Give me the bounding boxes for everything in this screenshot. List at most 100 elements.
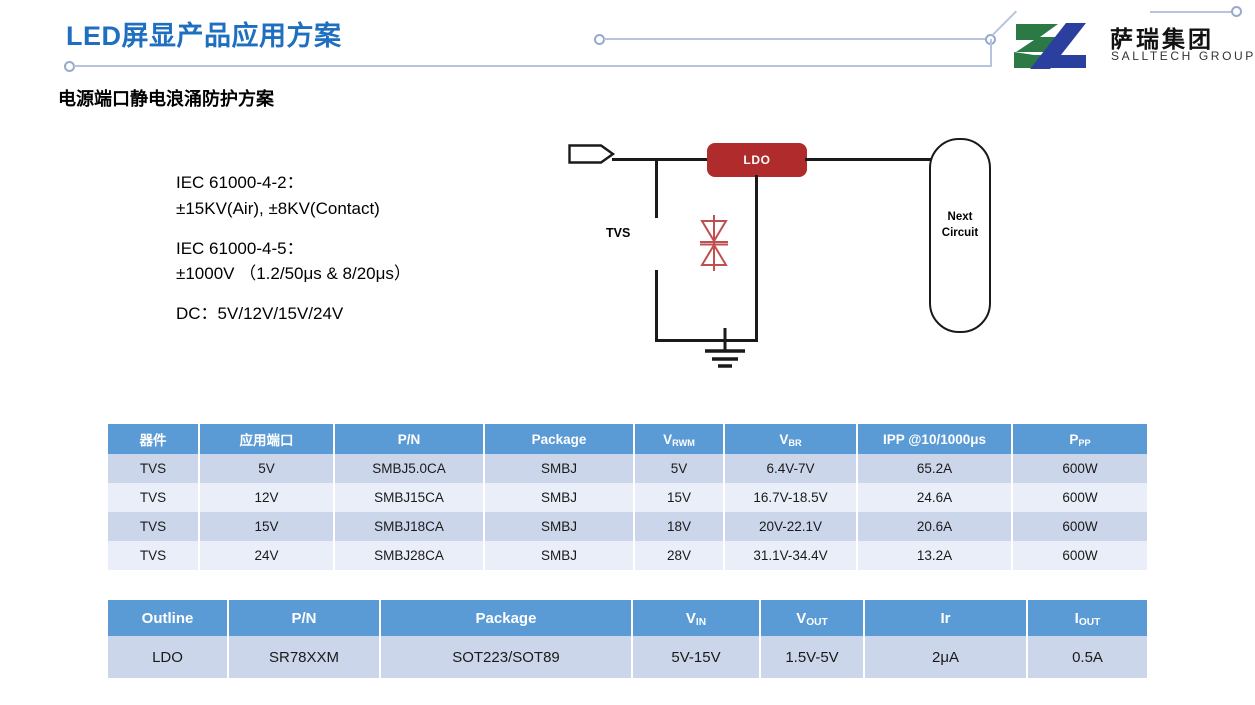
ldo-cell-r0-c0: LDO (108, 636, 229, 678)
ldo-cell-r0-c6: 0.5A (1027, 636, 1147, 678)
deco-circle-mid-left (594, 34, 605, 45)
wire-tvs-to-ground-rail (655, 270, 658, 342)
tvs-cell-r2-c1: 15V (199, 512, 335, 541)
ldo-col-header-3: VIN (632, 600, 761, 636)
tvs-cell-r0-c3: SMBJ (484, 454, 635, 483)
tvs-cell-r0-c4: 5V (634, 454, 725, 483)
ldo-cell-r0-c2: SOT223/SOT89 (380, 636, 633, 678)
ldo-cell-r0-c4: 1.5V-5V (760, 636, 865, 678)
ldo-cell-r0-c3: 5V-15V (632, 636, 761, 678)
brand-logo: 萨瑞集团 SALLTECH GROUP (1014, 18, 1253, 76)
ldo-col-header-2: Package (380, 600, 633, 636)
tvs-cell-r3-c3: SMBJ (484, 541, 635, 570)
ldo-block: LDO (707, 143, 807, 177)
tvs-cell-r3-c2: SMBJ28CA (334, 541, 485, 570)
ldo-label: LDO (743, 153, 771, 167)
wire-ldo-ground-leg (755, 175, 758, 342)
deco-top-line (1150, 11, 1232, 13)
circuit-diagram: TVS LDO Next Circuit (550, 130, 1020, 385)
tvs-diode-icon (700, 215, 728, 271)
ldo-cell-r0-c1: SR78XXM (228, 636, 381, 678)
tvs-col-header-3: Package (484, 424, 635, 454)
spec-line-5: DC：5V/12V/15V/24V (176, 304, 344, 324)
logo-mark-icon (1014, 23, 1086, 69)
wire-ldo-to-next (805, 158, 931, 161)
tvs-cell-r2-c3: SMBJ (484, 512, 635, 541)
deco-lower-riser (990, 39, 992, 67)
tvs-cell-r3-c6: 13.2A (857, 541, 1013, 570)
next-circuit-line-1: Next (947, 211, 973, 223)
ldo-cell-r0-c5: 2μA (864, 636, 1028, 678)
tvs-cell-r0-c5: 6.4V-7V (724, 454, 858, 483)
deco-circle-mid-right (985, 34, 996, 45)
tvs-col-header-0: 器件 (108, 424, 200, 454)
spec-gap-1 (176, 222, 411, 236)
spec-gap-2 (176, 287, 411, 301)
page-title: LED屏显产品应用方案 (66, 21, 342, 51)
tvs-cell-r1-c6: 24.6A (857, 483, 1013, 512)
tvs-col-header-2: P/N (334, 424, 485, 454)
deco-circle-lower-left (64, 61, 75, 72)
next-circuit-line-2: Circuit (941, 226, 979, 239)
section-subtitle: 电源端口静电浪涌防护方案 (58, 89, 274, 109)
tvs-cell-r1-c2: SMBJ15CA (334, 483, 485, 512)
tvs-cell-r0-c0: TVS (108, 454, 200, 483)
logo-chinese-name: 萨瑞集团 (1110, 26, 1214, 52)
tvs-col-header-5: VBR (724, 424, 858, 454)
tvs-cell-r2-c2: SMBJ18CA (334, 512, 485, 541)
next-circuit-label: Next Circuit (929, 210, 991, 241)
ldo-col-header-0: Outline (108, 600, 229, 636)
tvs-col-header-4: VRWM (634, 424, 725, 454)
tvs-cell-r1-c1: 12V (199, 483, 335, 512)
tvs-cell-r3-c0: TVS (108, 541, 200, 570)
tvs-cell-r3-c1: 24V (199, 541, 335, 570)
spec-text-block: IEC 61000-4-2： ±15KV(Air), ±8KV(Contact)… (176, 170, 411, 327)
wire-input-to-ldo (612, 158, 710, 161)
ldo-col-header-5: Ir (864, 600, 1028, 636)
tvs-col-header-1: 应用端口 (199, 424, 335, 454)
deco-lower-line (74, 65, 992, 67)
tvs-cell-r3-c7: 600W (1012, 541, 1147, 570)
next-circuit-block (929, 138, 991, 333)
deco-circle-topright (1231, 6, 1242, 17)
spec-line-3: IEC 61000-4-5： (176, 238, 304, 258)
input-terminal-icon (568, 144, 616, 164)
tvs-cell-r2-c6: 20.6A (857, 512, 1013, 541)
tvs-col-header-6: IPP @10/1000μs (857, 424, 1013, 454)
spec-line-1: IEC 61000-4-2： (176, 173, 304, 192)
tvs-cell-r1-c5: 16.7V-18.5V (724, 483, 858, 512)
logo-english-name: SALLTECH GROUP (1111, 49, 1255, 63)
tvs-cell-r0-c1: 5V (199, 454, 335, 483)
tvs-cell-r0-c6: 65.2A (857, 454, 1013, 483)
tvs-cell-r2-c5: 20V-22.1V (724, 512, 858, 541)
spec-line-2: ±15KV(Air), ±8KV(Contact) (176, 198, 380, 218)
tvs-cell-r1-c7: 600W (1012, 483, 1147, 512)
spec-line-4: ±1000V （1.2/50μs & 8/20μs） (176, 264, 411, 284)
wire-ground-rail (655, 339, 758, 342)
deco-mid-line (604, 38, 989, 40)
tvs-cell-r1-c0: TVS (108, 483, 200, 512)
ldo-col-header-4: VOUT (760, 600, 865, 636)
tvs-cell-r3-c5: 31.1V-34.4V (724, 541, 858, 570)
tvs-col-header-7: PPP (1012, 424, 1147, 454)
tvs-cell-r2-c0: TVS (108, 512, 200, 541)
tvs-cell-r2-c4: 18V (634, 512, 725, 541)
tvs-cell-r0-c2: SMBJ5.0CA (334, 454, 485, 483)
ldo-col-header-1: P/N (228, 600, 381, 636)
tvs-cell-r1-c3: SMBJ (484, 483, 635, 512)
wire-node-to-tvs (655, 158, 658, 218)
tvs-cell-r3-c4: 28V (634, 541, 725, 570)
tvs-cell-r2-c7: 600W (1012, 512, 1147, 541)
ground-icon (705, 328, 745, 368)
tvs-cell-r0-c7: 600W (1012, 454, 1147, 483)
ldo-col-header-6: IOUT (1027, 600, 1147, 636)
